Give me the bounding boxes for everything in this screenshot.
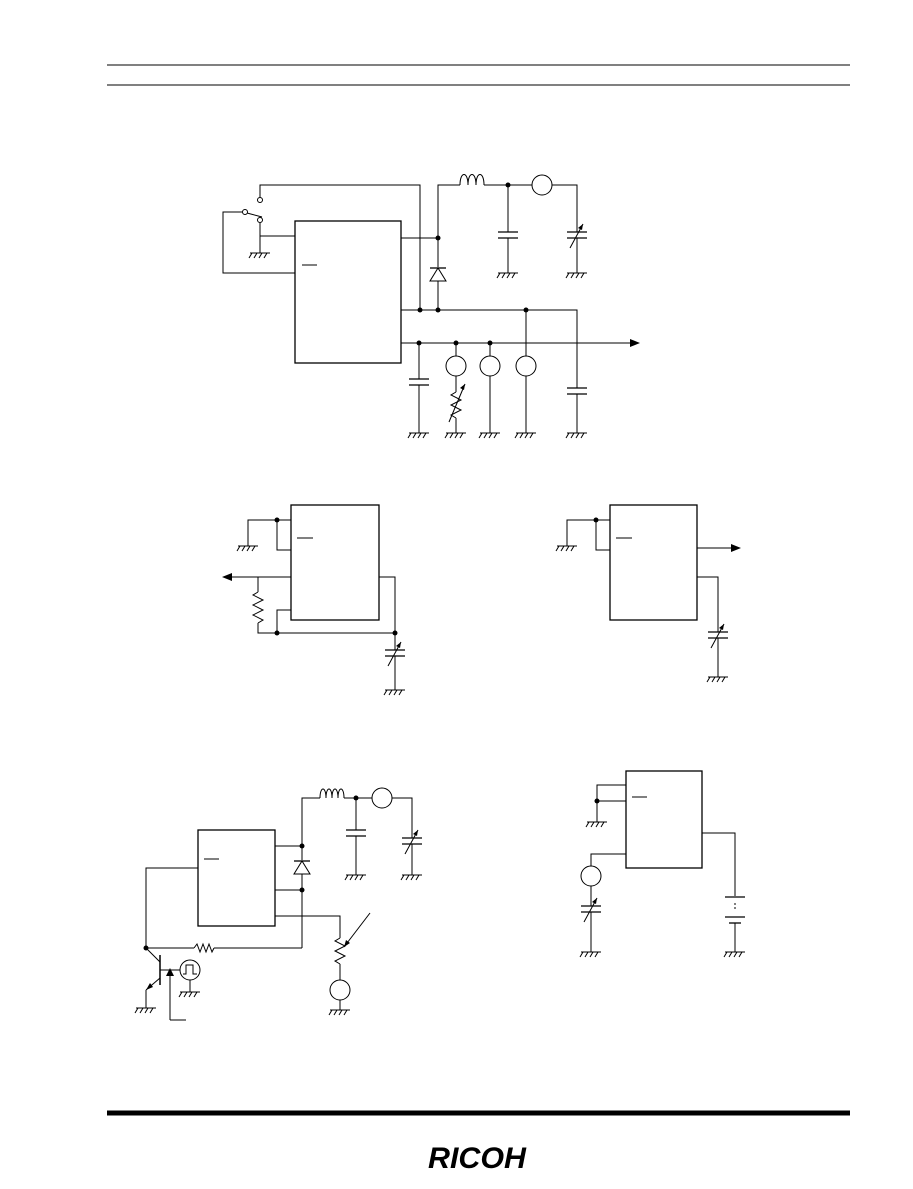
output-arrow <box>731 544 741 552</box>
capacitor <box>566 387 588 395</box>
transistor <box>145 947 176 991</box>
ic-block-fig2 <box>290 504 380 621</box>
ic-block-fig5 <box>625 770 703 869</box>
ricoh-logo: RICOH <box>428 1142 527 1174</box>
ic-block-fig4 <box>197 829 276 927</box>
output-arrow <box>630 339 640 347</box>
variable-resistor <box>449 391 463 419</box>
ic-block-fig1 <box>294 220 402 364</box>
circuit-fig4 <box>134 787 423 1021</box>
diode <box>429 267 447 282</box>
meter <box>371 787 393 809</box>
resistor <box>251 591 265 624</box>
circuit-fig3 <box>555 504 741 683</box>
inductor <box>319 788 345 799</box>
capacitor <box>345 829 367 837</box>
header-rules <box>107 64 850 86</box>
capacitor <box>497 231 519 239</box>
inductor <box>459 174 485 186</box>
capacitor <box>408 378 430 386</box>
output-arrow <box>222 573 232 581</box>
meter <box>515 355 537 377</box>
pulse-generator <box>179 959 201 981</box>
meter <box>329 979 351 1001</box>
variable-resistor <box>333 937 347 965</box>
logo-text: RICOH <box>428 1142 527 1174</box>
circuit-fig1 <box>222 174 640 439</box>
circuit-fig2 <box>222 504 406 696</box>
meter <box>445 355 467 377</box>
meter <box>580 865 602 887</box>
battery <box>725 896 745 924</box>
meter <box>531 174 553 196</box>
diode <box>293 860 311 875</box>
circuit-fig5 <box>579 770 746 958</box>
meter <box>479 355 501 377</box>
ic-block-fig3 <box>609 504 698 621</box>
switch <box>242 197 263 223</box>
resistor <box>193 942 215 954</box>
